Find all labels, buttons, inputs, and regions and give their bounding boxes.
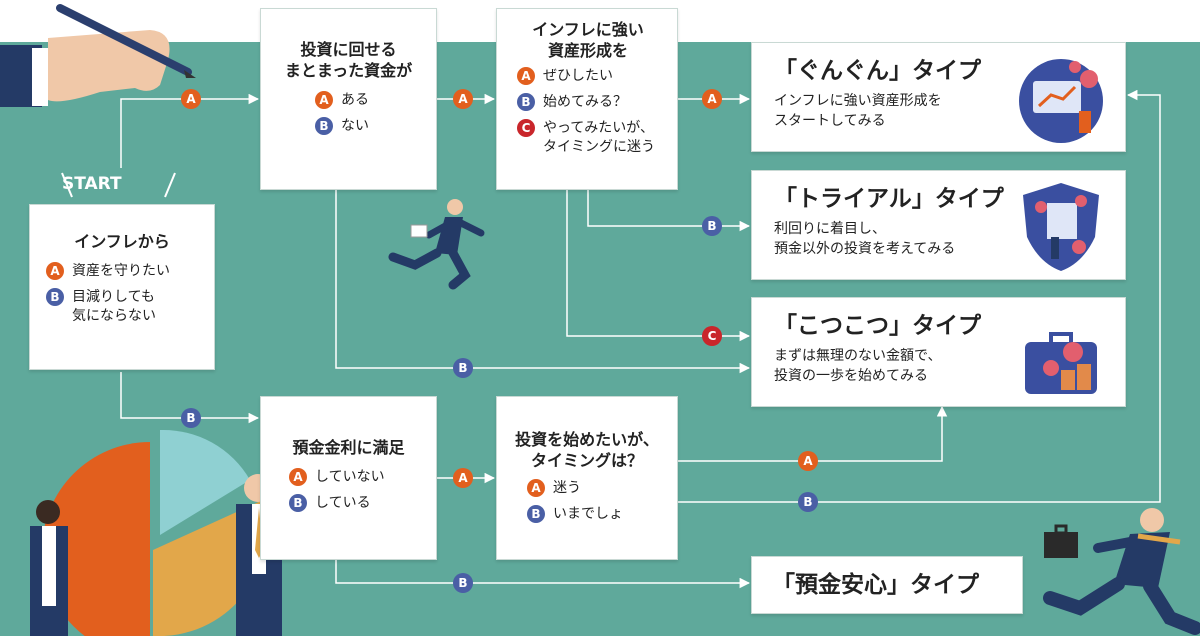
badge-c: C xyxy=(517,119,535,137)
edge-badge-b: B xyxy=(453,358,473,378)
edge-badge-b: B xyxy=(453,573,473,593)
pie-people-illustration xyxy=(30,429,282,636)
question-deposit-rate: 預金金利に満足 A していない B している xyxy=(260,396,437,560)
badge-b: B xyxy=(315,117,333,135)
question-funds: 投資に回せる まとまった資金が A ある B ない xyxy=(260,8,437,190)
option-a: A 資産を守りたい xyxy=(46,262,198,281)
option-label: 迷う xyxy=(553,480,581,496)
edge-badge-a: A xyxy=(453,468,473,488)
result-description: インフレに強い資産形成を スタートしてみる xyxy=(774,93,942,129)
edge-badge-b: B xyxy=(181,408,201,428)
edge-badge-a: A xyxy=(798,451,818,471)
option-b: B している xyxy=(289,494,422,513)
option-a: A ぜひしたい xyxy=(517,67,665,86)
option-label: やってみたいが、 タイミングに迷う xyxy=(543,120,655,155)
badge-a: A xyxy=(315,91,333,109)
option-b: B ない xyxy=(315,117,422,136)
result-title: 「預金安心」タイプ xyxy=(772,572,979,598)
badge-b: B xyxy=(46,288,64,306)
edge-badge-b: B xyxy=(702,216,722,236)
option-c: C やってみたいが、 タイミングに迷う xyxy=(517,119,665,157)
running-woman-illustration xyxy=(388,199,485,290)
question-title: 投資を始めたいが、 タイミングは？ xyxy=(515,430,659,470)
result-title: 「トライアル」タイプ xyxy=(774,186,1004,212)
result-description: まずは無理のない金額で、 投資の一歩を始めてみる xyxy=(774,348,942,384)
edge-badge-c: C xyxy=(702,326,722,346)
option-label: している xyxy=(315,495,371,511)
edge-badge-a: A xyxy=(453,89,473,109)
result-title: 「こつこつ」タイプ xyxy=(774,313,981,339)
option-a: A していない xyxy=(289,468,422,487)
hand-pencil-illustration xyxy=(0,4,196,107)
start-label: START xyxy=(62,174,122,194)
result-gungun-type: 「ぐんぐん」タイプ インフレに強い資産形成を スタートしてみる xyxy=(751,42,1126,152)
result-trial-type: 「トライアル」タイプ 利回りに着目し、 預金以外の投資を考えてみる xyxy=(751,170,1126,280)
badge-a: A xyxy=(289,468,307,486)
result-kotsukotsu-type: 「こつこつ」タイプ まずは無理のない金額で、 投資の一歩を始めてみる xyxy=(751,297,1126,407)
question-timing: 投資を始めたいが、 タイミングは？ A 迷う B いまでしょ xyxy=(496,396,678,560)
question-title: インフレから xyxy=(74,232,170,251)
badge-a: A xyxy=(46,262,64,280)
badge-a: A xyxy=(517,67,535,85)
edge-badge-a: A xyxy=(702,89,722,109)
question-title: インフレに強い 資産形成を xyxy=(532,20,644,60)
option-b: B 始めてみる？ xyxy=(517,93,665,112)
option-b: B いまでしょ xyxy=(527,505,665,524)
option-a: A 迷う xyxy=(527,479,665,498)
option-label: 目減りしても 気にならない xyxy=(72,289,156,324)
option-b: B 目減りしても 気にならない xyxy=(46,288,198,326)
badge-b: B xyxy=(527,505,545,523)
option-a: A ある xyxy=(315,91,422,110)
result-title: 「ぐんぐん」タイプ xyxy=(774,58,981,84)
option-label: 資産を守りたい xyxy=(72,263,170,279)
growth-chart-icon xyxy=(1019,59,1103,143)
question-asset-building: インフレに強い 資産形成を A ぜひしたい B 始めてみる？ C やってみたいが… xyxy=(496,8,678,190)
question-title: 投資に回せる まとまった資金が xyxy=(284,40,413,80)
option-label: していない xyxy=(315,469,385,485)
option-label: 始めてみる？ xyxy=(543,94,627,110)
edge-badge-a: A xyxy=(181,89,201,109)
badge-a: A xyxy=(527,479,545,497)
result-deposit-safe-type: 「預金安心」タイプ xyxy=(751,556,1023,614)
badge-b: B xyxy=(289,494,307,512)
option-label: ぜひしたい xyxy=(543,68,613,84)
question-inflation: インフレから A 資産を守りたい B 目減りしても 気にならない xyxy=(29,204,215,370)
result-description: 利回りに着目し、 預金以外の投資を考えてみる xyxy=(774,221,956,257)
briefcase-coins-icon xyxy=(1025,332,1097,394)
shield-document-icon xyxy=(1023,183,1099,271)
option-label: いまでしょ xyxy=(553,506,623,522)
running-man-illustration xyxy=(1043,508,1200,635)
question-title: 預金金利に満足 xyxy=(292,438,405,457)
option-label: ある xyxy=(341,92,369,108)
badge-b: B xyxy=(517,93,535,111)
option-label: ない xyxy=(341,118,369,134)
edge-badge-b: B xyxy=(798,492,818,512)
